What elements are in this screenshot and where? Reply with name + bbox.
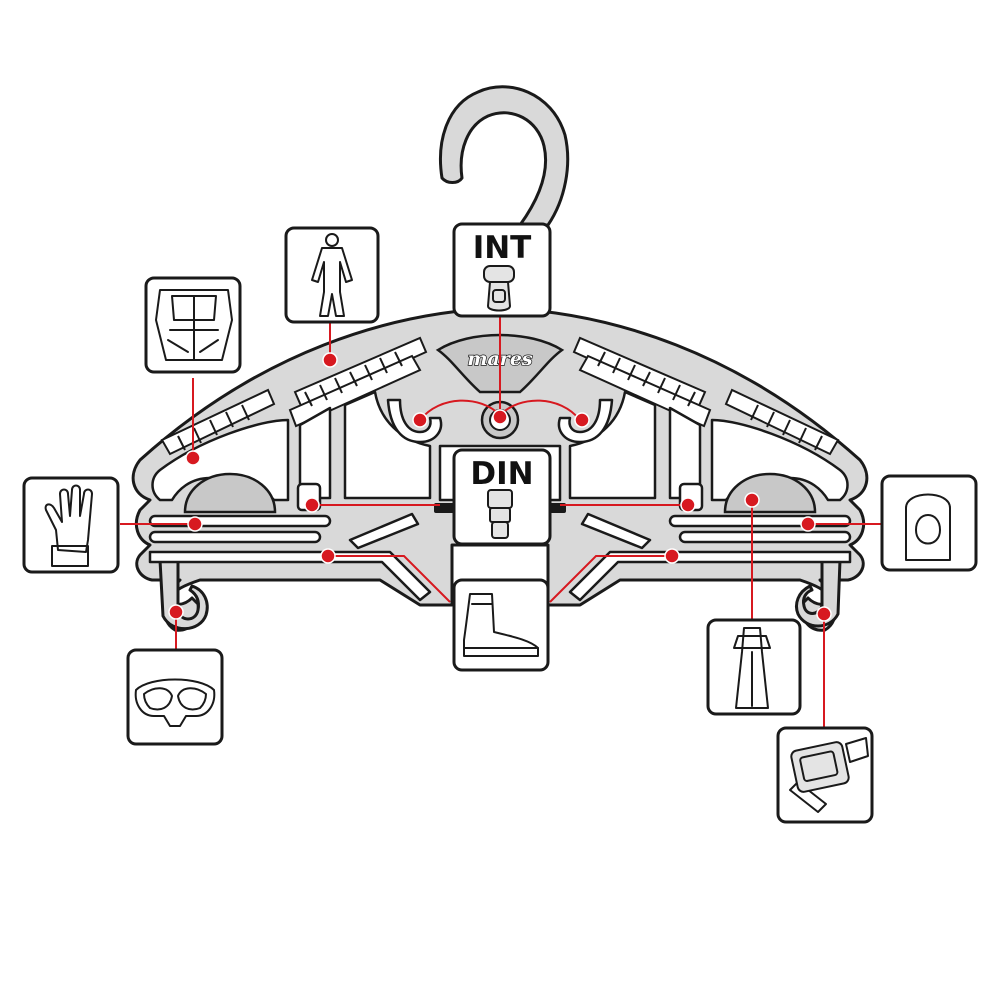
- glove-icon: [44, 484, 93, 567]
- anchor-din-left: [304, 497, 320, 513]
- bcd-box: [144, 276, 242, 374]
- gloves-box: [22, 476, 120, 574]
- anchor-gloves: [187, 516, 203, 532]
- fin-icon: [733, 627, 771, 709]
- dive-computer-icon: [789, 737, 869, 813]
- leader-lines: [120, 310, 882, 728]
- anchor-computer: [816, 606, 832, 622]
- anchor-points: [168, 352, 832, 622]
- right-center-cutout: [668, 406, 702, 500]
- right-rib-vents: [572, 336, 840, 456]
- left-rib-vents: [160, 336, 428, 456]
- left-small-hook: [386, 398, 443, 444]
- int-label: INT: [473, 230, 532, 266]
- anchor-din-right: [680, 497, 696, 513]
- anchor-int-left: [412, 412, 428, 428]
- hanger-hook: [439, 85, 570, 227]
- anchor-boots-left: [320, 548, 336, 564]
- hood-box: [880, 474, 978, 572]
- dive-boot-icon: [463, 593, 539, 657]
- int-regulator-icon: [483, 265, 515, 312]
- dive-mask-icon: [134, 678, 216, 727]
- anchor-wetsuit: [322, 352, 338, 368]
- anchor-int-right: [574, 412, 590, 428]
- fins-box: [706, 618, 802, 716]
- din-mount-box: DIN: [452, 448, 552, 546]
- int-mount-box: INT: [452, 222, 552, 318]
- din-label: DIN: [470, 456, 533, 492]
- left-center-cutout: [298, 406, 332, 500]
- din-regulator-icon: [487, 489, 513, 539]
- wetsuit-icon: [311, 233, 353, 317]
- anchor-mask: [168, 604, 184, 620]
- anchor-fins: [744, 492, 760, 508]
- anchor-boots-right: [664, 548, 680, 564]
- right-small-hook: [557, 398, 614, 444]
- anchor-bcd: [185, 450, 201, 466]
- hood-icon: [905, 493, 951, 561]
- computer-box: [776, 726, 874, 824]
- mask-box: [126, 648, 224, 746]
- right-rib-lines: [597, 351, 823, 451]
- anchor-int-center: [492, 409, 508, 425]
- boots-box: [452, 578, 550, 672]
- anchor-hood: [800, 516, 816, 532]
- left-rib-lines: [177, 351, 403, 451]
- left-dome: [183, 472, 277, 514]
- bcd-jacket-icon: [155, 289, 233, 361]
- wetsuit-box: [284, 226, 380, 324]
